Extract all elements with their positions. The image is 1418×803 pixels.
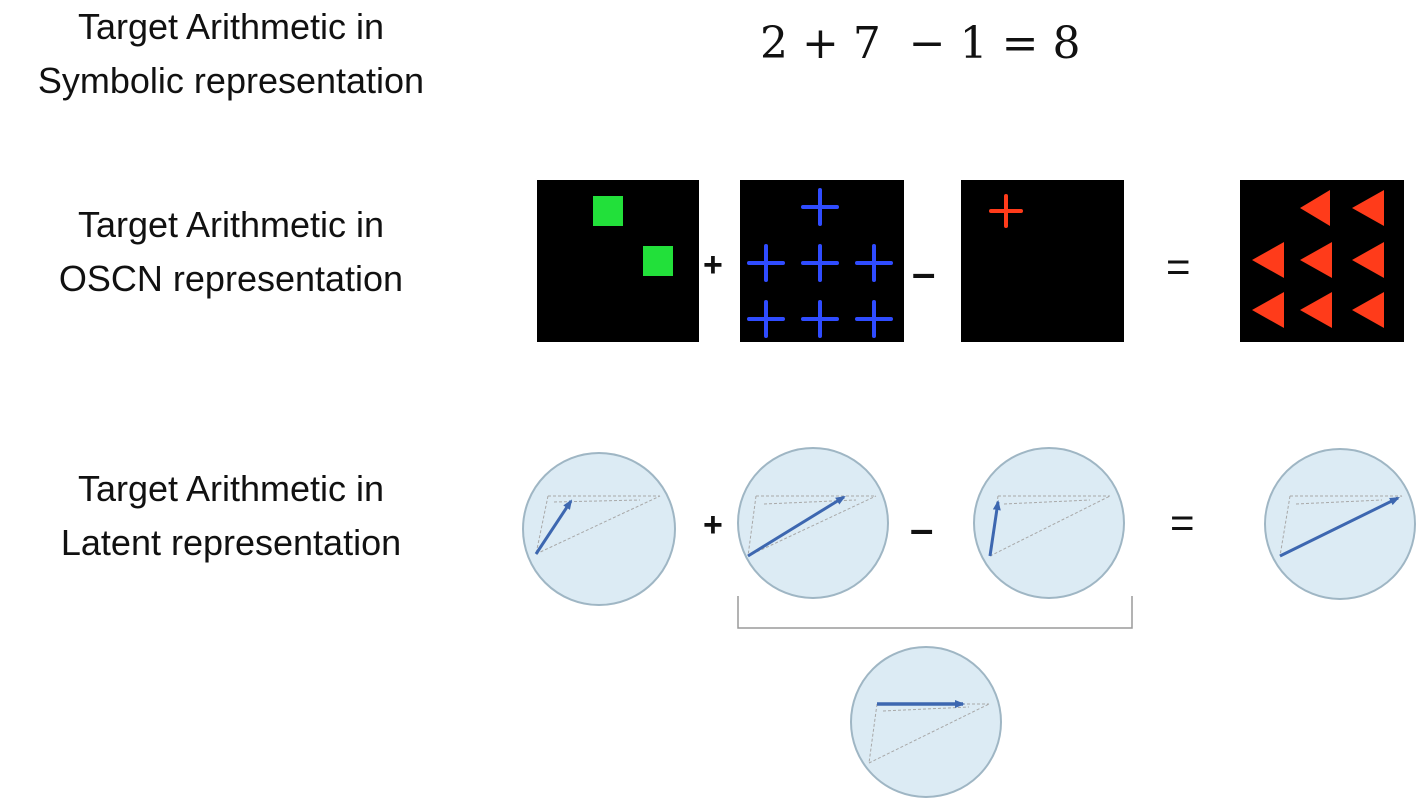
green-square-2 [643, 246, 673, 276]
latent-vector [534, 499, 573, 555]
latent-circle-seven [736, 446, 891, 601]
oscn-panel-seven-crosses [740, 180, 904, 342]
red-triangle-4 [1300, 242, 1332, 278]
symbolic-row-label: Target Arithmetic in Symbolic representa… [0, 0, 462, 108]
latent-plus-operator: + [703, 506, 723, 544]
oscn-panel-one-cross [961, 180, 1124, 342]
symbolic-label-line1: Target Arithmetic in [77, 6, 385, 47]
latent-circle-shape [737, 447, 889, 599]
oscn-minus-operator: – [912, 249, 936, 296]
latent-vector [988, 500, 1001, 557]
symbolic-label-line2: Symbolic representation [37, 60, 425, 101]
latent-circle-shape [973, 447, 1125, 599]
blue-cross-2 [747, 244, 785, 282]
oscn-label-line2: OSCN representation [58, 258, 404, 299]
latent-equals-operator: = [1170, 499, 1195, 546]
latent-circle-one [972, 446, 1127, 601]
symbolic-equation: 2 + 7 − 1 = 8 [760, 18, 1081, 69]
latent-circle-two [520, 450, 678, 608]
red-cross-1 [989, 194, 1023, 228]
oscn-equals-operator: = [1166, 243, 1191, 290]
latent-circle-eight [1262, 446, 1418, 602]
latent-vector [747, 495, 846, 558]
red-triangle-6 [1252, 292, 1284, 328]
red-triangle-1 [1300, 190, 1330, 226]
red-triangle-7 [1300, 292, 1332, 328]
latent-circle-combined-result [849, 645, 1004, 800]
latent-circle-shape [522, 452, 676, 606]
red-triangle-3 [1252, 242, 1284, 278]
oscn-row-label: Target Arithmetic in OSCN representation [0, 198, 462, 306]
combination-bracket [737, 596, 1133, 629]
oscn-plus-operator: + [703, 246, 723, 284]
oscn-panel-eight-triangles [1240, 180, 1404, 342]
blue-cross-6 [801, 300, 839, 338]
latent-label-line2: Latent representation [60, 522, 402, 563]
blue-cross-7 [855, 300, 893, 338]
blue-cross-1 [801, 188, 839, 226]
red-triangle-5 [1352, 242, 1384, 278]
red-triangle-8 [1352, 292, 1384, 328]
guide-triangle [535, 495, 661, 555]
blue-cross-4 [855, 244, 893, 282]
latent-circle-shape [1264, 448, 1416, 600]
red-triangle-2 [1352, 190, 1384, 226]
blue-cross-3 [801, 244, 839, 282]
latent-circle-shape [850, 646, 1002, 798]
green-square-1 [593, 196, 623, 226]
latent-row-label: Target Arithmetic in Latent representati… [0, 462, 462, 570]
latent-vector [1279, 496, 1400, 558]
oscn-panel-two-squares [537, 180, 699, 342]
latent-minus-operator: – [910, 505, 934, 552]
oscn-label-line1: Target Arithmetic in [77, 204, 385, 245]
latent-label-line1: Target Arithmetic in [77, 468, 385, 509]
blue-cross-5 [747, 300, 785, 338]
